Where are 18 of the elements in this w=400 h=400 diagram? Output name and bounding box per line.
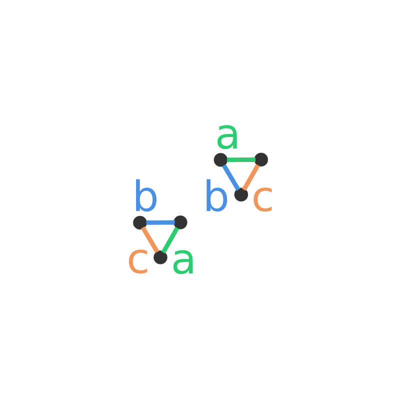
connector — [146, 220, 174, 225]
edge-label: a — [214, 109, 240, 158]
edge-label: b — [202, 172, 229, 222]
node-point — [213, 153, 228, 167]
edge-label: c — [126, 234, 150, 284]
connector — [140, 226, 159, 254]
edge-label: a — [170, 234, 196, 284]
node-point — [153, 250, 167, 264]
connector — [226, 157, 255, 162]
edge-label: b — [132, 172, 158, 222]
connector — [160, 226, 179, 254]
connector — [221, 164, 240, 191]
node-point — [234, 188, 248, 202]
connector — [241, 164, 260, 191]
edge-label: c — [250, 172, 274, 221]
node-point — [132, 216, 146, 230]
node-point — [254, 152, 268, 167]
node-point — [173, 216, 187, 230]
